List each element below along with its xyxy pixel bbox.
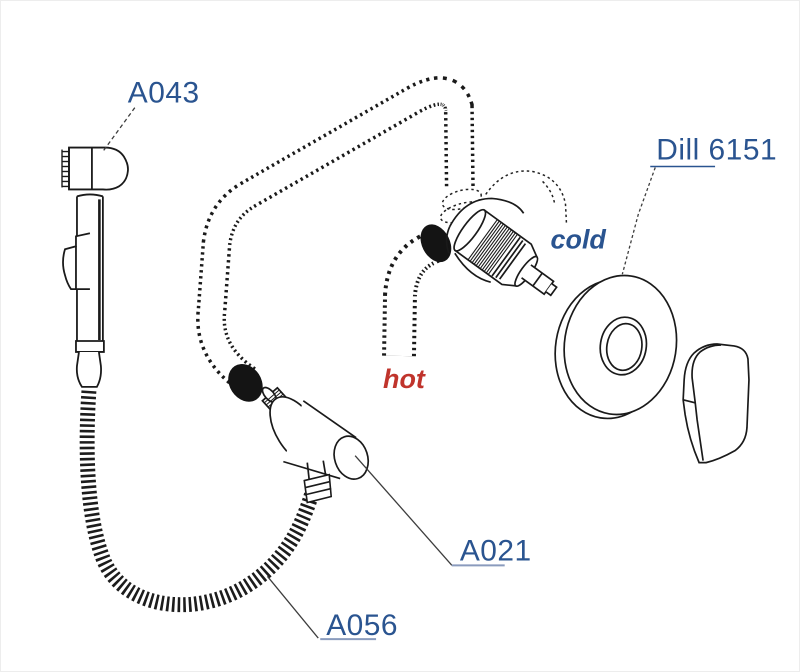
- pipe-end-cap-left: [228, 364, 263, 402]
- escutcheon-plate: [554, 274, 678, 420]
- label-hot: hot: [383, 364, 426, 394]
- label-hand-shower: A043: [128, 77, 200, 110]
- shower-hose: [79, 390, 320, 613]
- hand-shower: [61, 146, 129, 388]
- label-outlet-elbow: A021: [460, 534, 532, 567]
- hot-pipe-dotted: [382, 230, 444, 357]
- a056-leader-line: [266, 575, 319, 639]
- label-trim-kit: Dill 6151: [656, 134, 777, 167]
- label-hose: A056: [326, 609, 398, 642]
- label-cold: cold: [551, 224, 607, 254]
- lever-handle: [682, 343, 750, 464]
- dill-leader-line: [621, 167, 656, 275]
- pipe-end-cap-right: [420, 224, 452, 263]
- outlet-elbow: [261, 386, 370, 481]
- hose-connector-nut: [303, 473, 333, 504]
- outlet-elbow-face: [333, 435, 370, 480]
- mixer-cartridge: [453, 208, 558, 297]
- leader-lines: [102, 107, 716, 641]
- a043-leader-line: [102, 107, 136, 152]
- a021-leader-line: [354, 455, 453, 566]
- hand-shower-spray-face: [61, 149, 69, 188]
- supply-pipe-dotted: [196, 76, 475, 393]
